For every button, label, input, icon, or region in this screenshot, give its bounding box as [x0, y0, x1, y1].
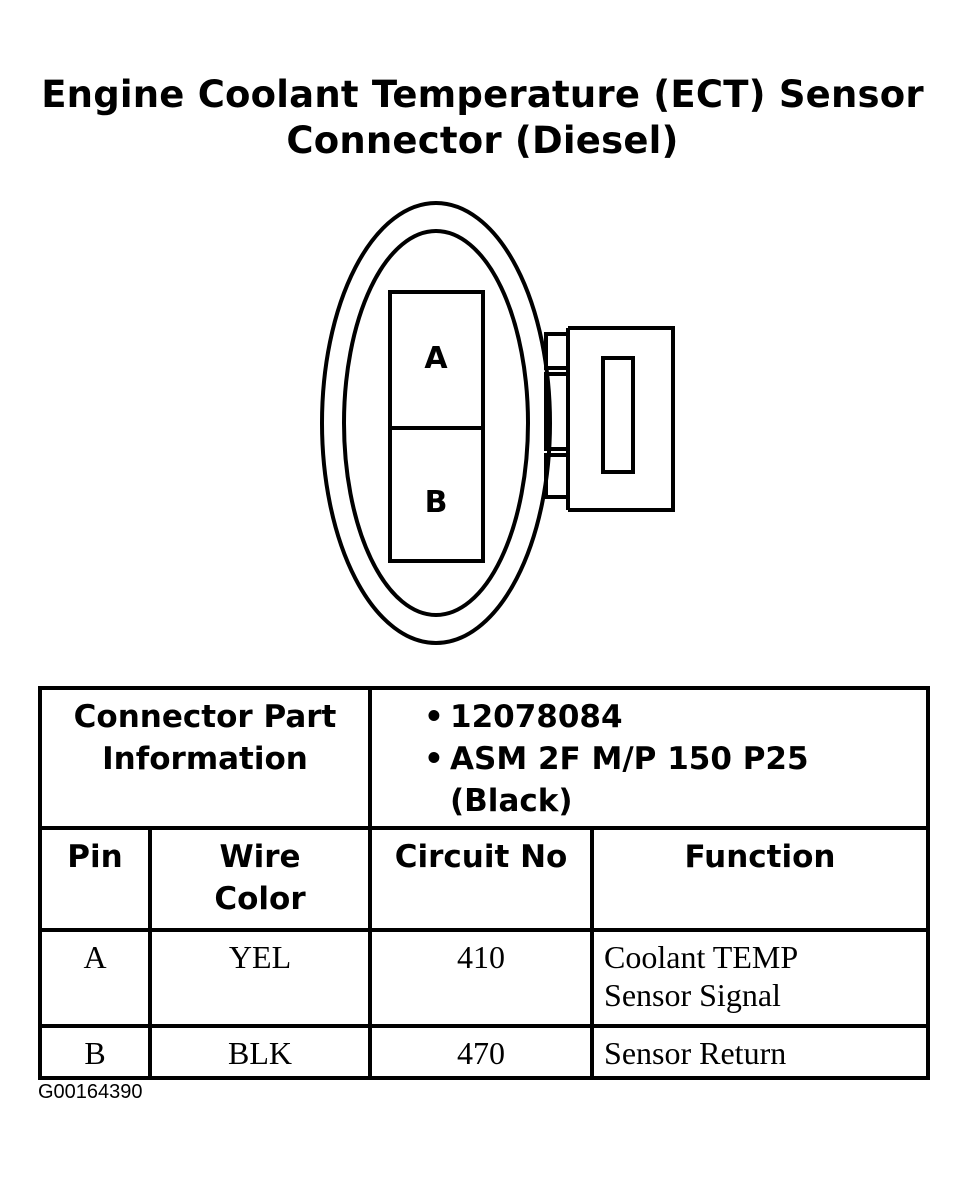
circuit-no-cell: 470	[368, 1024, 595, 1080]
circuit-no-cell: 410	[368, 928, 595, 1028]
connector-outer-shell	[320, 201, 552, 645]
table-row: A YEL 410 Coolant TEMP Sensor Signal	[38, 928, 931, 1028]
connector-face-diagram: A B	[320, 201, 675, 645]
function-cell: Coolant TEMP Sensor Signal	[590, 928, 931, 1028]
part-info-values: 12078084 ASM 2F M/P 150 P25 (Black)	[368, 686, 931, 830]
header-function: Function	[590, 826, 931, 932]
part-info-row: Connector Part Information 12078084 ASM …	[37, 686, 931, 830]
title-line-1: Engine Coolant Temperature (ECT) Sensor	[41, 73, 924, 116]
pin-cavity-b	[388, 426, 485, 563]
title-line-2: Connector (Diesel)	[286, 119, 679, 162]
header-pin: Pin	[38, 826, 152, 932]
pin-cell: B	[38, 1024, 152, 1080]
connector-info-table: Connector Part Information 12078084 ASM …	[37, 686, 931, 1080]
diagram-title: Engine Coolant Temperature (ECT) Sensor …	[0, 72, 965, 164]
pin-label-a: A	[424, 341, 448, 376]
wire-color-cell: YEL	[147, 928, 373, 1028]
connector-inner-shell	[342, 229, 530, 617]
part-info-label: Connector Part Information	[37, 686, 373, 830]
pin-label-b: B	[425, 485, 448, 520]
header-circuit-no: Circuit No	[368, 826, 595, 932]
header-wire-color: Wire Color	[147, 826, 373, 932]
part-number: 12078084	[424, 696, 926, 738]
wire-color-cell: BLK	[147, 1024, 373, 1080]
figure-id: G00164390	[38, 1081, 143, 1103]
function-cell: Sensor Return	[590, 1024, 931, 1080]
connector-latch	[544, 326, 675, 512]
part-description: ASM 2F M/P 150 P25 (Black)	[424, 738, 926, 822]
part-info-list: 12078084 ASM 2F M/P 150 P25 (Black)	[372, 690, 926, 822]
pin-cell: A	[38, 928, 152, 1028]
table-row: B BLK 470 Sensor Return	[38, 1024, 931, 1080]
column-header-row: Pin Wire Color Circuit No Function	[38, 826, 931, 932]
